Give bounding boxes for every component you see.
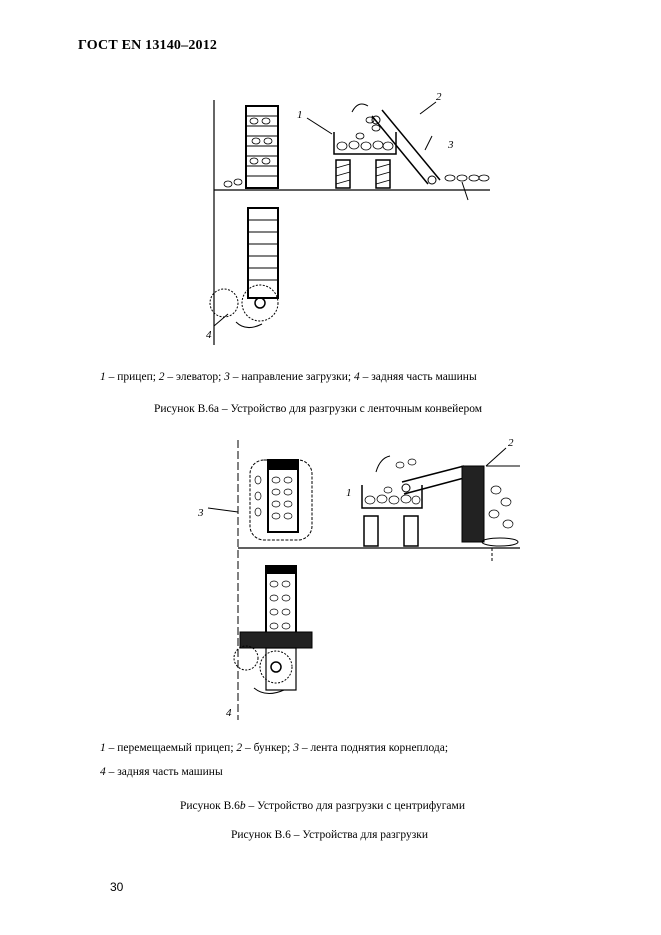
figure-b-callout-1: 1: [346, 487, 352, 499]
legend-a-3-text: – направление загрузки;: [229, 371, 354, 383]
legend-a-1-num: 1: [100, 371, 106, 383]
figure-b-legend-line-1: 1 – перемещаемый прицеп; 2 – бункер; 3 –…: [100, 742, 448, 754]
figure-a-caption: Рисунок В.6а – Устройство для разгрузки …: [154, 403, 482, 415]
legend-b-1-num: 1: [100, 742, 106, 754]
figure-a-callout-1: 1: [297, 109, 303, 121]
legend-a-3-num: 3: [224, 371, 230, 383]
legend-b-2-text: – бункер;: [242, 742, 294, 754]
figure-b-callout-4: 4: [226, 707, 232, 719]
legend-b-2-num: 2: [236, 742, 243, 754]
legend-b-3-text: – лента поднятия корнеплода;: [298, 742, 449, 754]
legend-b-4-text: – задняя часть машины: [105, 766, 223, 778]
figure-a-legend: 1 – прицеп; 2 – элеватор; 3 – направлени…: [100, 371, 477, 383]
legend-b-4-num: 4: [100, 766, 106, 778]
figure-b-caption: Рисунок В.6b – Устройство для разгрузки …: [180, 800, 465, 812]
legend-a-2-num: 2: [158, 371, 165, 383]
page-number: 30: [110, 880, 124, 894]
legend-a-4-text: – задняя часть машины: [359, 371, 477, 383]
figure-a-callout-4: 4: [206, 329, 212, 341]
legend-b-1-text: – перемещаемый прицеп;: [105, 742, 237, 754]
figure-a-callout-3: 3: [447, 139, 454, 151]
figure-b-caption-rest: – Устройство для разгрузки с центрифугам…: [245, 800, 465, 812]
legend-a-2-text: – элеватор;: [164, 371, 225, 383]
legend-b-3-num: 3: [293, 742, 299, 754]
legend-a-4-num: 4: [354, 371, 360, 383]
figure-b-drawing: 2 1 3 4: [197, 437, 520, 720]
figure-a-drawing: 1 2 3 4: [206, 91, 490, 345]
figure-a-callout-2: 2: [436, 91, 442, 103]
figure-b-legend-line-2: 4 – задняя часть машины: [100, 766, 223, 778]
legend-a-1-text: – прицеп;: [105, 371, 159, 383]
document-header: ГОСТ EN 13140–2012: [78, 38, 218, 53]
figure-b-caption-letter: b: [239, 800, 246, 812]
figure-b-callout-2: 2: [508, 437, 514, 449]
figure-b-callout-3: 3: [197, 507, 204, 519]
figure-main-caption: Рисунок В.6 – Устройства для разгрузки: [231, 829, 428, 841]
figure-b-caption-prefix: Рисунок В.6: [180, 800, 240, 812]
